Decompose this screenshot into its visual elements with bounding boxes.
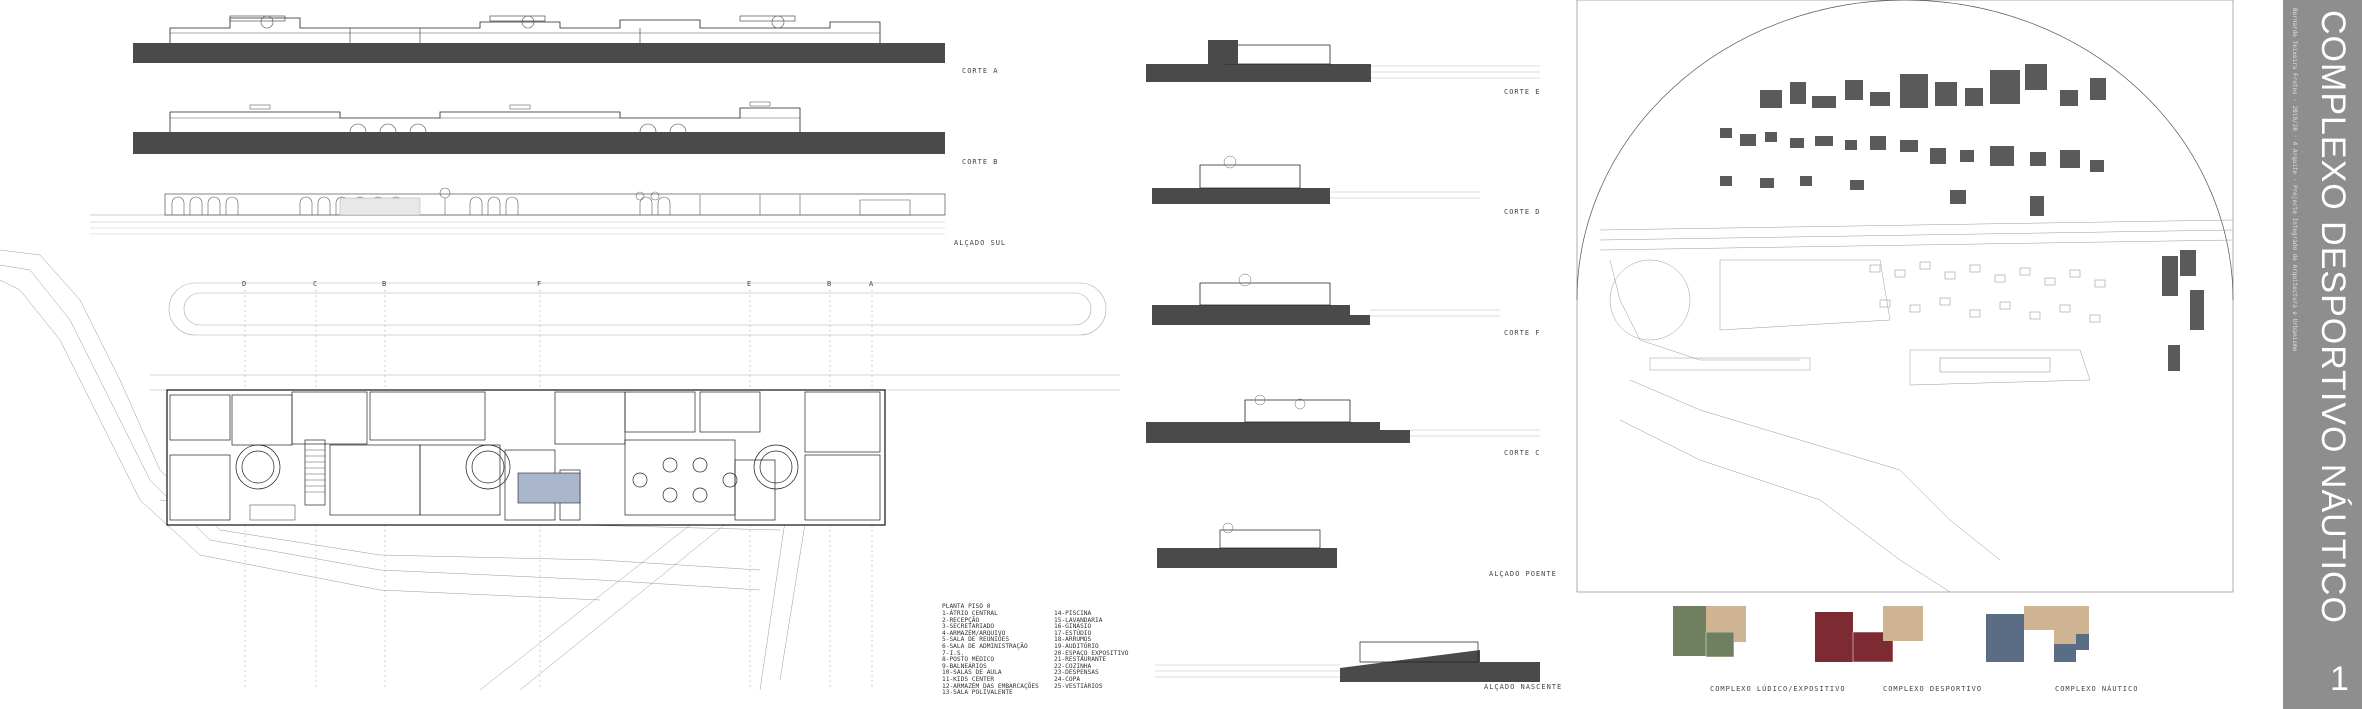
legend-item: 15-LAVANDARIA [1054,616,1103,624]
caption-corte-e: CORTE E [1504,88,1541,96]
legend-item: 24-COPA [1054,675,1081,683]
caption-corte-a: CORTE A [962,67,999,75]
legend-item: 18-ARRUMOS [1054,636,1092,644]
legend-item: 11-KIDS CENTER [942,675,995,683]
authors-text: Bernardo Teixeira Frutos · 2019/20 · 4 A… [2291,8,2298,352]
sheet-title: COMPLEXO DESPORTIVO NÁUTICO [2314,10,2352,624]
legend-item: 3-SECRETARIADO [942,623,995,631]
legend-item: 14-PISCINA [1054,610,1092,617]
caption-corte-d: CORTE D [1504,208,1541,216]
legend-item: 10-SALAS DE AULA [942,669,1002,677]
legend-item: 9-BALNEÁRIOS [942,662,987,670]
legend-item: 16-GINÁSIO [1054,623,1092,631]
legend-item: 12-ARMAZÉM DAS EMBARCAÇÕES [942,682,1039,690]
grid-label: A [869,280,875,288]
diagram-label-desportivo: COMPLEXO DESPORTIVO [1883,685,1983,693]
caption-corte-c: CORTE C [1504,449,1541,457]
legend-item: 17-ESTÚDIO [1054,629,1092,637]
legend-item: 21-RESTAURANTE [1054,656,1107,664]
grid-label: C [313,280,319,288]
diagram-ludico [1673,606,1746,658]
sheet-number: 1 [2330,660,2349,698]
diagram-label-ludico: COMPLEXO LÚDICO/EXPOSITIVO [1710,685,1846,693]
grid-label: F [537,280,543,288]
diagram-label-nautico: COMPLEXO NÁUTICO [2055,685,2139,693]
legend-item: 22-COZINHA [1054,662,1092,670]
caption-corte-b: CORTE B [962,158,999,166]
plan-title: PLANTA PISO 0 [942,603,991,610]
caption-alcado-sul: ALÇADO SUL [954,239,1007,247]
grid-label: B [827,280,833,288]
legend-item: 7-I.S. [942,649,965,657]
legend-item: 23-DESPENSAS [1054,669,1099,677]
title-sidebar [2283,0,2362,709]
grid-label: E [747,280,753,288]
legend-item: 13-SALA POLIVALENTE [942,689,1013,697]
legend-item: 2-RECEPÇÃO [942,616,980,624]
legend-item: 20-ESPAÇO EXPOSITIVO [1054,649,1129,657]
legend-item: 19-AUDITÓRIO [1054,642,1099,650]
legend-item: 5-SALA DE REUNIÕES [942,636,1010,644]
legend-item: 1-ÁTRIO CENTRAL [942,610,998,617]
legend-item: 6-SALA DE ADMINISTRAÇÃO [942,642,1028,650]
grid-label: D [242,280,248,288]
grid-label: B [382,280,388,288]
legend-item: 8-POSTO MÉDICO [942,656,995,664]
legend-item: 25-VESTIÁRIOS [1054,682,1103,690]
legend-item: 4-ARMAZÉM/ARQUIVO [942,629,1006,637]
caption-corte-f: CORTE F [1504,329,1541,337]
caption-alcado-poente: ALÇADO POENTE [1489,570,1557,578]
caption-alcado-nascente: ALÇADO NASCENTE [1484,683,1563,691]
